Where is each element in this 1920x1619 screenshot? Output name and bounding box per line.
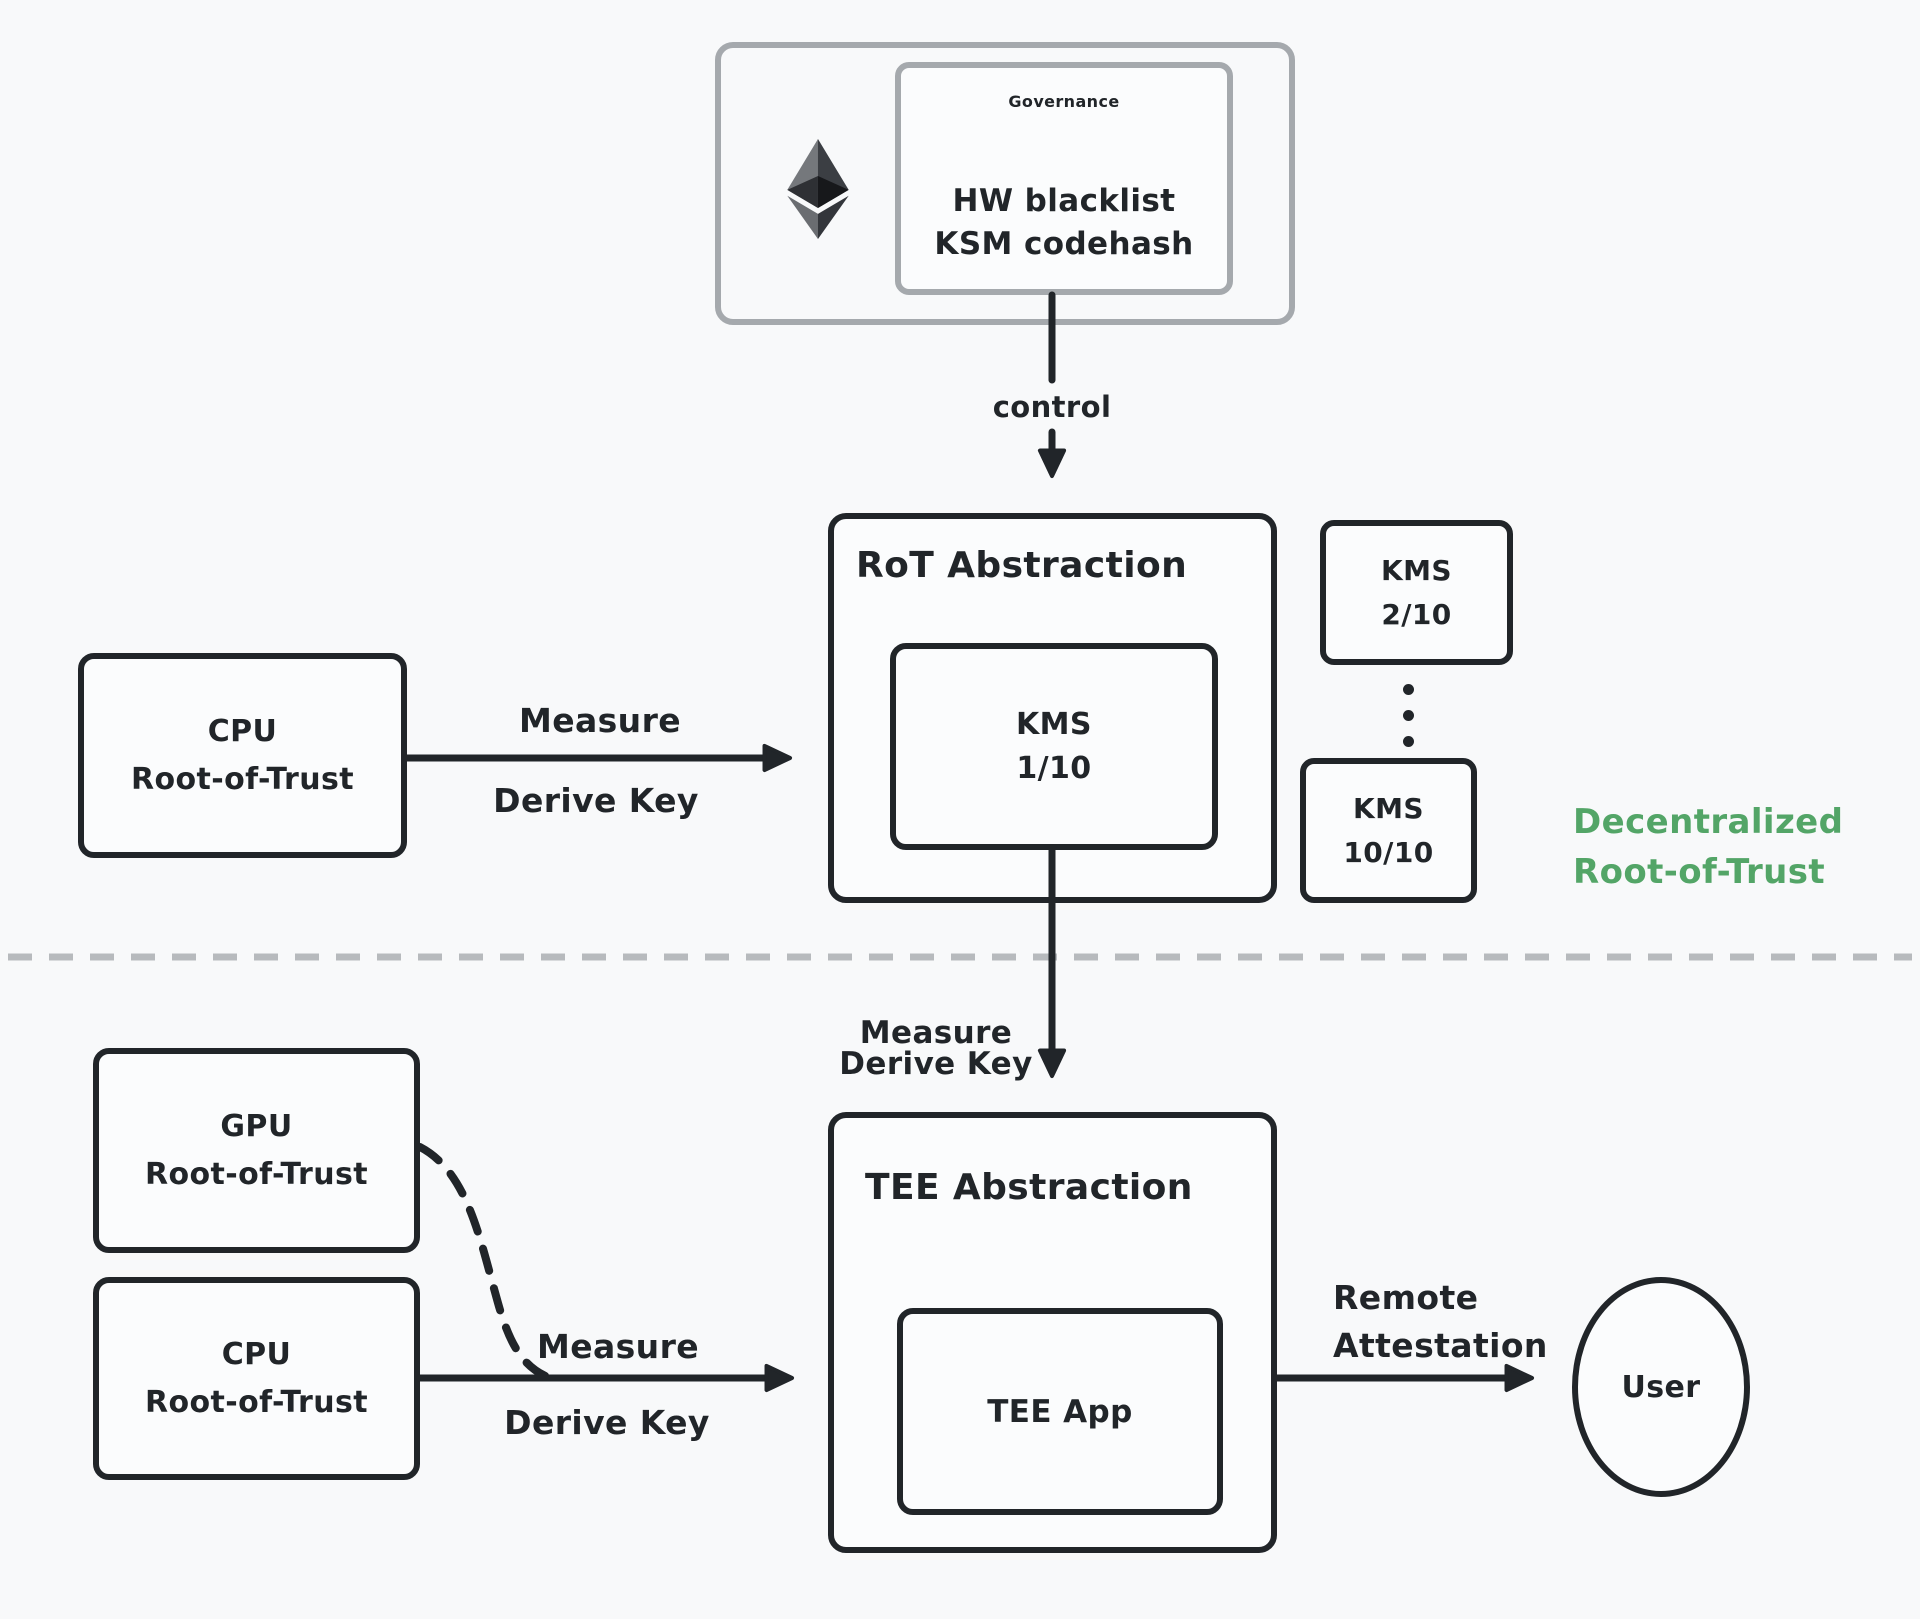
measure-label-mid: Measure bbox=[859, 1015, 1013, 1051]
kms-1-10-line1: KMS bbox=[1016, 706, 1092, 742]
rot-abstraction-title: RoT Abstraction bbox=[856, 545, 1188, 586]
gpu-rot-line2: Root-of-Trust bbox=[144, 1156, 368, 1192]
remote-attestation-line1: Remote bbox=[1333, 1278, 1479, 1317]
governance-item-hw-blacklist: HW blacklist bbox=[952, 183, 1176, 219]
control-label: control bbox=[992, 390, 1112, 424]
derive-key-label-mid: Derive Key bbox=[839, 1046, 1033, 1082]
cpu-rot-top-line2: Root-of-Trust bbox=[130, 761, 354, 797]
kms-10-10-line2: 10/10 bbox=[1343, 835, 1434, 869]
tee-abstraction-title: TEE Abstraction bbox=[865, 1167, 1193, 1208]
rot-abstraction-box: RoT Abstraction KMS 1/10 bbox=[828, 513, 1277, 903]
decentralized-label-line1: Decentralized bbox=[1573, 802, 1844, 842]
kms-1-10-box: KMS 1/10 bbox=[890, 643, 1218, 850]
tee-app-label: TEE App bbox=[987, 1393, 1133, 1430]
cpu-root-of-trust-bottom-box: CPU Root-of-Trust bbox=[93, 1277, 420, 1480]
ethereum-icon bbox=[787, 139, 849, 239]
kms-1-10-line2: 1/10 bbox=[1016, 750, 1092, 786]
derive-key-label-bottom: Derive Key bbox=[504, 1403, 710, 1442]
user-label: User bbox=[1621, 1369, 1701, 1405]
cpu-rot-bottom-line2: Root-of-Trust bbox=[144, 1384, 368, 1420]
decentralized-label-line2: Root-of-Trust bbox=[1573, 852, 1826, 892]
cpu-rot-bottom-line1: CPU bbox=[221, 1336, 292, 1372]
measure-label-top: Measure bbox=[518, 701, 682, 740]
cpu-root-of-trust-top-box: CPU Root-of-Trust bbox=[78, 653, 407, 858]
cpu-rot-top-line1: CPU bbox=[207, 713, 278, 749]
measure-derive-label-mid: Measure Derive Key bbox=[816, 1018, 1056, 1080]
user-node: User bbox=[1572, 1277, 1750, 1497]
measure-label-bottom: Measure bbox=[536, 1327, 700, 1366]
gpu-root-of-trust-box: GPU Root-of-Trust bbox=[93, 1048, 420, 1253]
kms-2-10-line1: KMS bbox=[1381, 553, 1452, 587]
kms-10-10-line1: KMS bbox=[1353, 791, 1424, 825]
governance-title: Governance bbox=[1008, 92, 1120, 111]
remote-attestation-line2: Attestation bbox=[1333, 1326, 1548, 1365]
kms-2-10-box: KMS 2/10 bbox=[1320, 520, 1513, 665]
kms-ellipsis-dots bbox=[1403, 684, 1414, 747]
decentralized-root-of-trust-label: Decentralized Root-of-Trust bbox=[1573, 797, 1913, 897]
kms-2-10-line2: 2/10 bbox=[1381, 597, 1452, 631]
governance-item-ksm-codehash: KSM codehash bbox=[934, 226, 1194, 262]
governance-box: Governance HW blacklist KSM codehash bbox=[895, 62, 1233, 295]
remote-attestation-label: Remote Attestation bbox=[1333, 1274, 1593, 1370]
derive-key-label-top: Derive Key bbox=[493, 781, 699, 820]
gpu-rot-line1: GPU bbox=[220, 1108, 293, 1144]
tee-abstraction-box: TEE Abstraction TEE App bbox=[828, 1112, 1277, 1553]
tee-app-box: TEE App bbox=[897, 1308, 1223, 1515]
kms-10-10-box: KMS 10/10 bbox=[1300, 758, 1477, 903]
